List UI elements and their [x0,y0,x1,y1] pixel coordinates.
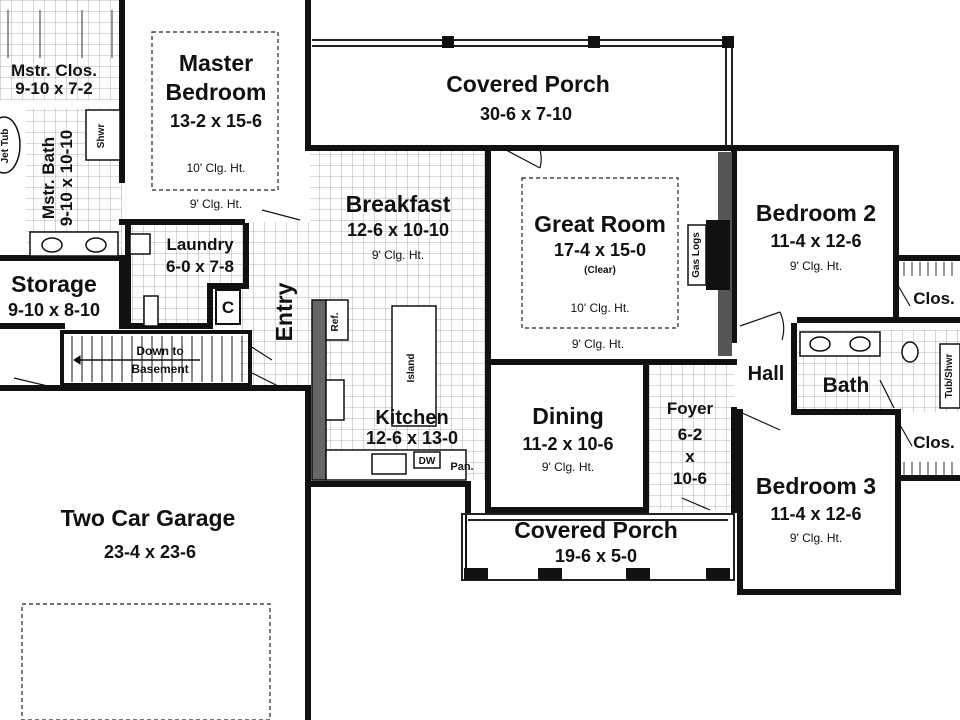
bedroom-3-dims: 11-4 x 12-6 [770,504,861,524]
laundry-dims: 6-0 x 7-8 [166,257,234,276]
kitchen-dims: 12-6 x 13-0 [366,428,458,448]
master-bedroom-name-2: Bedroom [166,79,267,105]
front-porch-dims: 19-6 x 5-0 [555,546,637,566]
master-closet-dims: 9-10 x 7-2 [15,79,93,98]
fireplace [687,152,732,356]
kitchen-name: Kitchen [375,407,448,429]
hall-name: Hall [748,363,785,385]
master-bedroom-ceiling-2: 9' Clg. Ht. [190,197,242,211]
master-closet-name: Mstr. Clos. [11,61,97,80]
stairs-line-1: Down to [136,344,183,358]
shower-label: Shwr [96,124,107,149]
kitchen-fixtures [311,299,467,481]
bedroom-2-name: Bedroom 2 [756,200,876,226]
storage-name: Storage [11,271,97,297]
foyer-dims-1: 6-2 [678,425,703,444]
master-bedroom-ceiling-1: 10' Clg. Ht. [187,161,246,175]
bath-fixtures [0,109,960,409]
entry-name: Entry [271,282,297,341]
bedroom-3-name: Bedroom 3 [756,473,876,499]
fridge-label: Ref. [330,312,341,331]
stairs-line-2: Basement [131,362,188,376]
laundry-name: Laundry [166,235,234,254]
garage-dims: 23-4 x 23-6 [104,542,196,562]
breakfast-ceiling: 9' Clg. Ht. [372,248,424,262]
gas-logs-label: Gas Logs [691,232,702,278]
great-room-ceiling-2: 9' Clg. Ht. [572,337,624,351]
closet-3-name: Clos. [913,433,955,452]
pantry-label: Pan. [450,461,473,473]
master-bath-dims: 9-10 x 10-10 [57,130,76,226]
closet-hatching [7,10,953,476]
closet-2-name: Clos. [913,289,955,308]
garage-name: Two Car Garage [61,505,236,531]
foyer-dims-2: x [685,447,695,466]
foyer-name: Foyer [667,399,714,418]
foyer-dims-3: 10-6 [673,469,707,488]
bedroom-2-ceiling: 9' Clg. Ht. [790,259,842,273]
breakfast-dims: 12-6 x 10-10 [347,220,449,240]
bath-name: Bath [823,374,870,397]
great-room-clear: (Clear) [584,265,616,276]
jet-tub-label: Jet Tub [0,129,11,164]
dining-ceiling: 9' Clg. Ht. [542,460,594,474]
dining-name: Dining [532,403,604,429]
great-room-dims: 17-4 x 15-0 [554,240,646,260]
master-bedroom-dims: 13-2 x 15-6 [170,111,262,131]
stair-treads [71,336,243,382]
front-porch-name: Covered Porch [514,517,678,543]
porch-posts [442,36,734,580]
great-room-ceiling-1: 10' Clg. Ht. [571,301,630,315]
master-bath-name: Mstr. Bath [39,137,58,219]
laundry-closet-label: C [222,298,234,317]
dishwasher-label: DW [419,456,436,467]
master-bedroom-name-1: Master [179,50,253,76]
great-room-name: Great Room [534,211,666,237]
dining-dims: 11-2 x 10-6 [522,434,613,454]
tub-shower-label: Tub/Shwr [944,353,955,398]
storage-dims: 9-10 x 8-10 [8,300,100,320]
bedroom-3-ceiling: 9' Clg. Ht. [790,531,842,545]
door-swings [13,149,913,511]
tray-ceilings [21,31,679,720]
rear-porch-name: Covered Porch [446,71,610,97]
bedroom-2-dims: 11-4 x 12-6 [770,231,861,251]
breakfast-name: Breakfast [346,191,451,217]
island-label: Island [406,354,417,383]
laundry-closet-box [215,289,241,325]
rear-porch-dims: 30-6 x 7-10 [480,104,572,124]
